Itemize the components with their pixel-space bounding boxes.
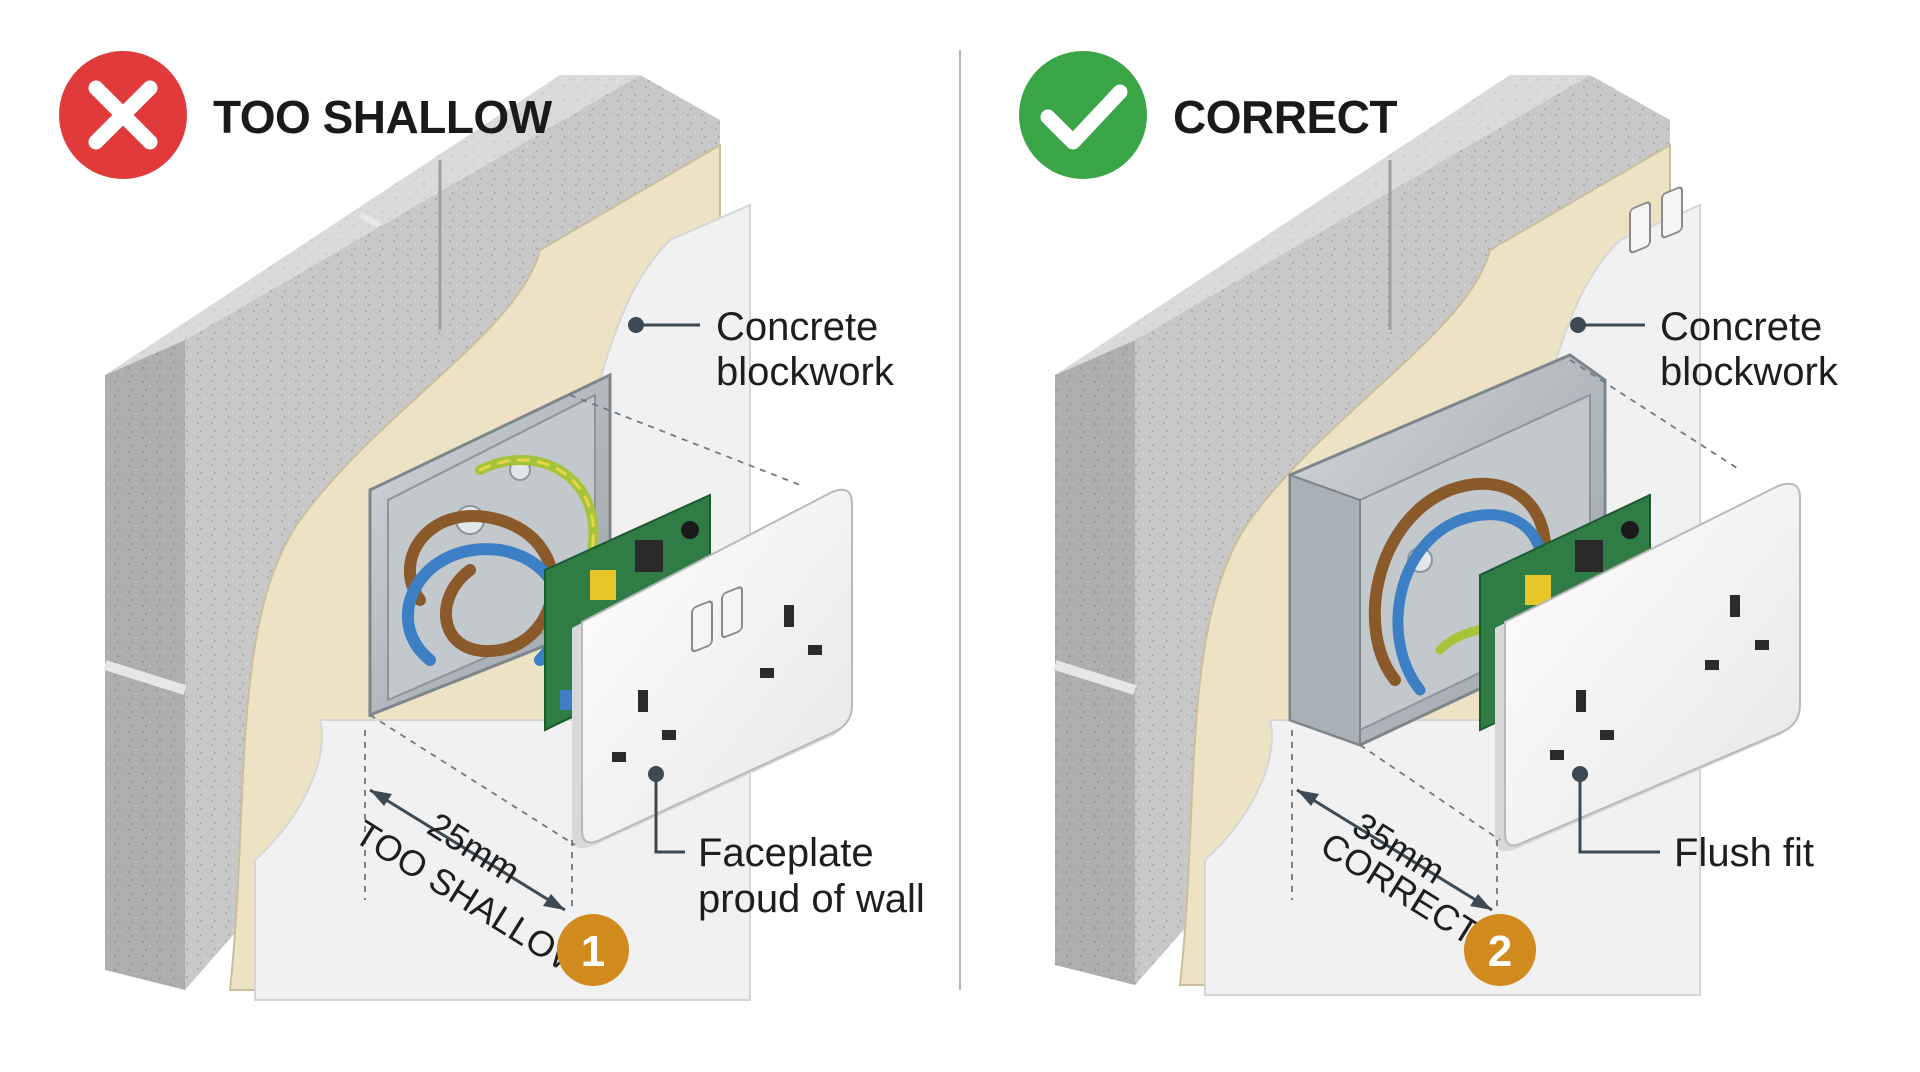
status-badge-pass [1019,51,1147,179]
depth-projection-lines-left [364,394,801,910]
panel-too-shallow [103,75,853,1001]
panel-correct [1053,75,1801,996]
callout-wall-left: Concrete blockwork [628,305,895,394]
step-number-2: 2 [1488,927,1512,976]
step-badge-2: 2 [1464,914,1536,986]
wall-label-line2-right: blockwork [1660,350,1839,394]
depth-projection-lines-right [1291,359,1741,910]
callout-wall-right: Concrete blockwork [1570,305,1839,394]
callout-result-right: Flush fit [1572,766,1814,875]
socket-faceplate-right [1495,186,1801,852]
wall-label-line2-left: blockwork [716,350,895,394]
step-number-1: 1 [581,927,605,976]
result-label-line1-left: Faceplate [698,831,874,875]
wall-label-line1-left: Concrete [716,305,878,349]
check-icon [1040,84,1128,150]
cross-icon [88,80,158,150]
wall-label-line1-right: Concrete [1660,305,1822,349]
status-badge-fail [59,51,187,179]
result-label-line1-right: Flush fit [1674,831,1814,875]
result-label-line2-left: proud of wall [698,877,925,921]
panel-title-right: CORRECT [1173,91,1397,143]
socket-faceplate-left [572,488,853,849]
callout-result-left: Faceplate proud of wall [648,766,925,921]
step-badge-1: 1 [557,914,629,986]
panel-title-left: TOO SHALLOW [213,91,553,143]
